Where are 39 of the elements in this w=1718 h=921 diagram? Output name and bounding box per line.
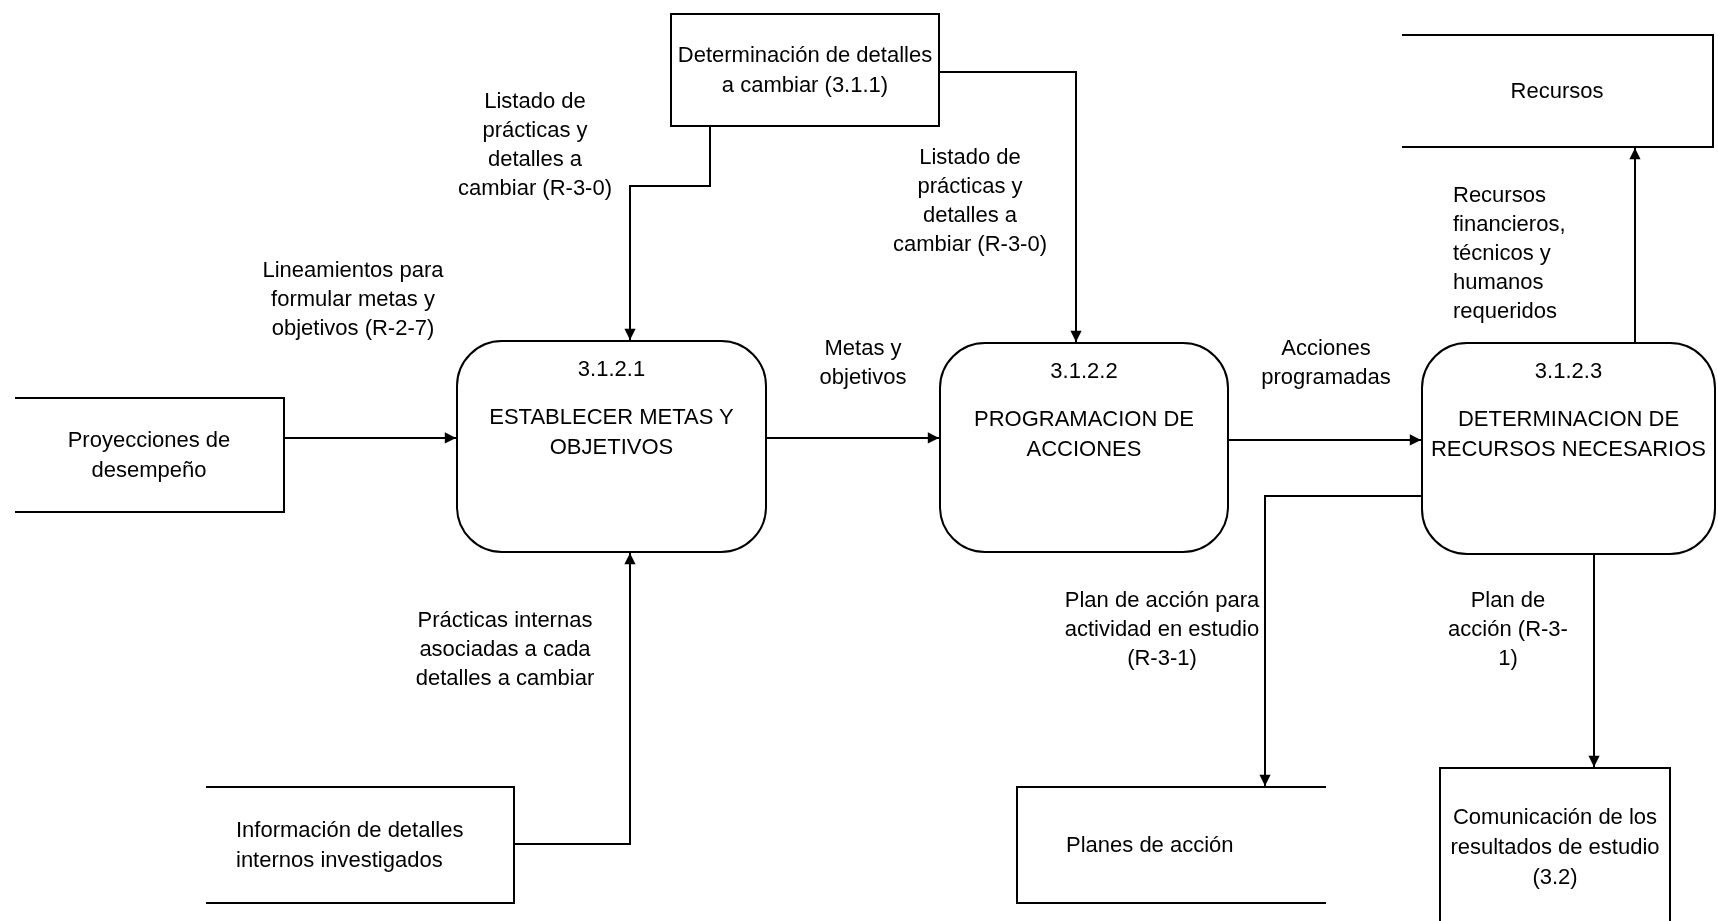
arrow [1588, 554, 1600, 768]
arrow [514, 552, 636, 845]
edge-label: Acciones programadas [1260, 334, 1392, 391]
node-label: ESTABLECER METAS Y OBJETIVOS [488, 403, 735, 461]
arrow [624, 126, 711, 341]
process-box [670, 13, 940, 127]
node-label: Determinación de detalles a cambiar (3.1.1) [676, 41, 934, 99]
data-store [206, 786, 515, 904]
node-label: Proyecciones de desempeño [66, 426, 232, 484]
external-entity-box [1439, 767, 1671, 921]
arrow [284, 432, 457, 444]
node-label: DETERMINACION DE RECURSOS NECESARIOS [1429, 405, 1708, 463]
edge-label: Lineamientos para formular metas y objetivos (R-2-7) [261, 256, 445, 342]
edge-label: Recursos financieros, técnicos y humanos requeridos [1453, 181, 1567, 325]
arrow [939, 71, 1082, 343]
edge-label: Plan de acción (R-3-1) [1447, 586, 1569, 672]
data-store [15, 397, 285, 513]
process-number: 3.1.2.1 [577, 355, 646, 383]
process-rounded-box [939, 342, 1229, 553]
node-label: Información de detalles internos investigados [236, 816, 465, 874]
edge-label: Plan de acción para actividad en estudio (R-3-1) [1063, 586, 1261, 672]
arrow [1228, 434, 1422, 446]
process-number: 3.1.2.3 [1534, 357, 1603, 385]
process-rounded-box [1421, 342, 1716, 555]
process-number: 3.1.2.2 [1050, 357, 1118, 385]
arrow [1629, 147, 1641, 343]
edge-label: Listado de prácticas y detalles a cambiar (R-3-0) [457, 87, 613, 202]
node-label: Recursos [1510, 77, 1604, 105]
node-label: PROGRAMACION DE ACCIONES [973, 405, 1195, 463]
arrow [1259, 495, 1422, 787]
process-rounded-box [456, 340, 767, 553]
arrow [766, 432, 940, 444]
edge-label: Metas y objetivos [818, 334, 908, 391]
data-store [1402, 34, 1714, 148]
edge-label: Prácticas internas asociadas a cada detalles a cambiar [414, 606, 596, 692]
node-label: Comunicación de los resultados de estudio (3.2) [1449, 803, 1661, 891]
edge-label: Listado de prácticas y detalles a cambiar (R-3-0) [892, 143, 1048, 258]
node-label: Planes de acción [1066, 831, 1234, 859]
data-store [1016, 786, 1326, 904]
